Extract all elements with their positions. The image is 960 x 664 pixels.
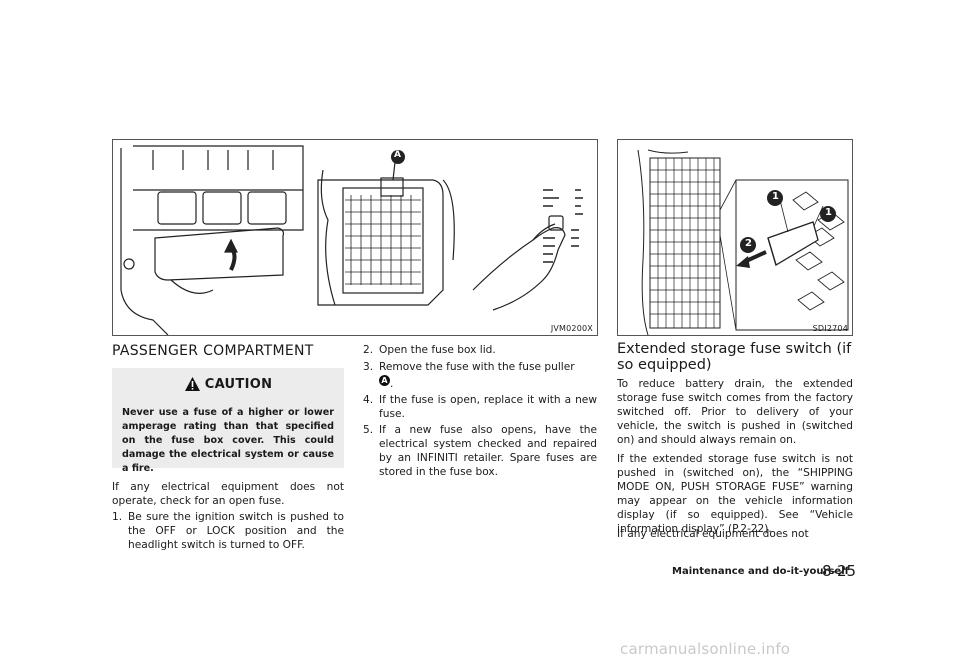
intro-paragraph: If any electrical equipment does not ope… bbox=[112, 481, 344, 507]
caution-title-row: CAUTION bbox=[112, 376, 344, 392]
callout-2-label: 2 bbox=[745, 238, 752, 249]
callout-a-marker bbox=[391, 150, 405, 164]
step-1-text: Be sure the ignition switch is pushed to… bbox=[128, 511, 344, 551]
step-4-text: If the fuse is open, replace it with a n… bbox=[379, 394, 597, 420]
step-1: 1. Be sure the ignition switch is pushed… bbox=[112, 510, 344, 554]
footer-page-number: 8-25 bbox=[822, 562, 857, 580]
figure-code-right: SDI2704 bbox=[812, 324, 848, 333]
figure-code-left: JVM0200X bbox=[550, 324, 593, 333]
storage-paragraph-2: If the extended storage fuse switch is n… bbox=[617, 453, 853, 535]
storage-paragraph-3: If any electrical equipment does not bbox=[617, 528, 809, 540]
caution-text: Never use a fuse of a higher or lower am… bbox=[122, 407, 334, 474]
step-5-number: 5. bbox=[363, 424, 374, 436]
step-2: 2. Open the fuse box lid. bbox=[363, 343, 597, 359]
section-heading-extended-storage: Extended storage fuse switch (if so equi… bbox=[617, 341, 852, 373]
step-5: 5. If a new fuse also opens, have the el… bbox=[363, 423, 597, 481]
caution-title: CAUTION bbox=[204, 377, 273, 392]
callout-a-label: A bbox=[394, 150, 401, 160]
step-3-callout: A. bbox=[379, 375, 393, 391]
callout-1-label: 1 bbox=[772, 191, 779, 202]
step-3: 3. Remove the fuse with the fuse puller … bbox=[363, 360, 597, 392]
fuse-box-line-drawing bbox=[120, 145, 583, 335]
step-1-number: 1. bbox=[112, 511, 123, 523]
caution-box: CAUTION Never use a fuse of a higher or … bbox=[112, 368, 344, 474]
step-4-number: 4. bbox=[363, 394, 374, 406]
step-2-number: 2. bbox=[363, 344, 374, 356]
step-3-number: 3. bbox=[363, 361, 374, 373]
storage-fuse-switch-illustration: 1 1 2 SDI2704 bbox=[617, 139, 853, 336]
step-5-text: If a new fuse also opens, have the elect… bbox=[379, 424, 597, 478]
step-4: 4. If the fuse is open, replace it with … bbox=[363, 393, 597, 423]
watermark: carmanualsonline.info bbox=[620, 640, 791, 658]
storage-fuse-line-drawing bbox=[637, 149, 849, 335]
warning-triangle-icon bbox=[184, 377, 200, 391]
storage-paragraph-1: To reduce battery drain, the extended st… bbox=[617, 378, 853, 446]
callout-a-badge: A bbox=[379, 375, 390, 386]
fuse-box-location-illustration: A JVM0200X bbox=[112, 139, 598, 336]
step-2-text: Open the fuse box lid. bbox=[379, 344, 496, 356]
section-heading-passenger-compartment: PASSENGER COMPARTMENT bbox=[112, 343, 314, 359]
step-3-period: . bbox=[390, 378, 394, 390]
step-3-text: Remove the fuse with the fuse puller bbox=[379, 361, 575, 373]
footer-section-label: Maintenance and do-it-yourself bbox=[672, 566, 849, 577]
callout-1b-label: 1 bbox=[825, 207, 832, 218]
